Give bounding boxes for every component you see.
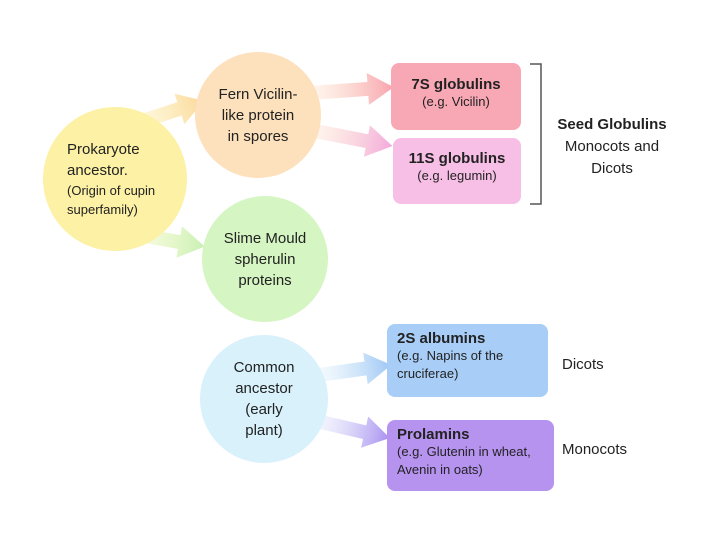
box-11s-globulins: 11S globulins (e.g. legumin) bbox=[393, 138, 521, 204]
node-fern-line1: Fern Vicilin- bbox=[218, 85, 298, 103]
box-prolamins: Prolamins (e.g. Glutenin in wheat, Aveni… bbox=[387, 420, 554, 491]
box-2s-albumins: 2S albumins (e.g. Napins of the crucifer… bbox=[387, 324, 548, 397]
monocots-label: Monocots bbox=[562, 441, 628, 458]
box-2s-title: 2S albumins bbox=[397, 330, 486, 347]
box-11s-title: 11S globulins bbox=[408, 150, 506, 167]
box-prolamins-sub2: Avenin in oats) bbox=[397, 462, 483, 477]
node-slime-line1: Slime Mould bbox=[223, 229, 307, 247]
node-common-line1: Common bbox=[233, 359, 295, 376]
box-2s-sub1: (e.g. Napins of the bbox=[397, 348, 504, 363]
node-fern-line3: in spores bbox=[227, 127, 289, 145]
node-common-line2: ancestor bbox=[235, 380, 293, 397]
node-slime-mould: Slime Mould spherulin proteins bbox=[202, 196, 328, 322]
arrow-fern-to-7s bbox=[309, 72, 394, 105]
box-prolamins-sub1: (e.g. Glutenin in wheat, bbox=[397, 444, 531, 459]
arrow-fern-to-11s bbox=[308, 123, 393, 157]
node-prokaryote-line4: superfamily) bbox=[67, 202, 138, 217]
box-prolamins-title: Prolamins bbox=[397, 426, 470, 443]
box-2s-sub2: cruciferae) bbox=[397, 366, 459, 381]
node-prokaryote-line2: ancestor. bbox=[67, 162, 128, 179]
seed-globulins-sub1: Monocots and bbox=[564, 138, 660, 155]
box-7s-sub: (e.g. Vicilin) bbox=[422, 94, 490, 109]
node-slime-line2: spherulin bbox=[234, 250, 296, 268]
seed-globulins-sub2: Dicots bbox=[591, 160, 633, 177]
seed-globulins-label: Seed Globulins Monocots and Dicots bbox=[548, 114, 676, 180]
node-common-ancestor: Common ancestor (early plant) bbox=[200, 335, 328, 463]
node-slime-line3: proteins bbox=[238, 271, 292, 289]
node-fern-vicilin: Fern Vicilin- like protein in spores bbox=[195, 52, 321, 178]
arrow-common-to-2s bbox=[311, 352, 392, 385]
arrow-common-to-prolamins bbox=[310, 413, 390, 448]
node-common-line4: plant) bbox=[245, 422, 283, 439]
dicots-label: Dicots bbox=[562, 356, 604, 373]
node-prokaryote-line1: Prokaryote bbox=[67, 141, 140, 158]
node-prokaryote-ancestor: Prokaryote ancestor. (Origin of cupin su… bbox=[43, 107, 187, 251]
node-prokaryote-line3: (Origin of cupin bbox=[67, 183, 156, 198]
node-fern-line2: like protein bbox=[221, 106, 295, 124]
box-7s-title: 7S globulins bbox=[411, 76, 501, 93]
box-7s-globulins: 7S globulins (e.g. Vicilin) bbox=[391, 63, 521, 130]
node-common-line3: (early bbox=[245, 401, 283, 418]
box-11s-sub: (e.g. legumin) bbox=[417, 168, 497, 183]
seed-globulins-title: Seed Globulins bbox=[557, 116, 667, 133]
seed-globulins-bracket bbox=[530, 63, 542, 205]
